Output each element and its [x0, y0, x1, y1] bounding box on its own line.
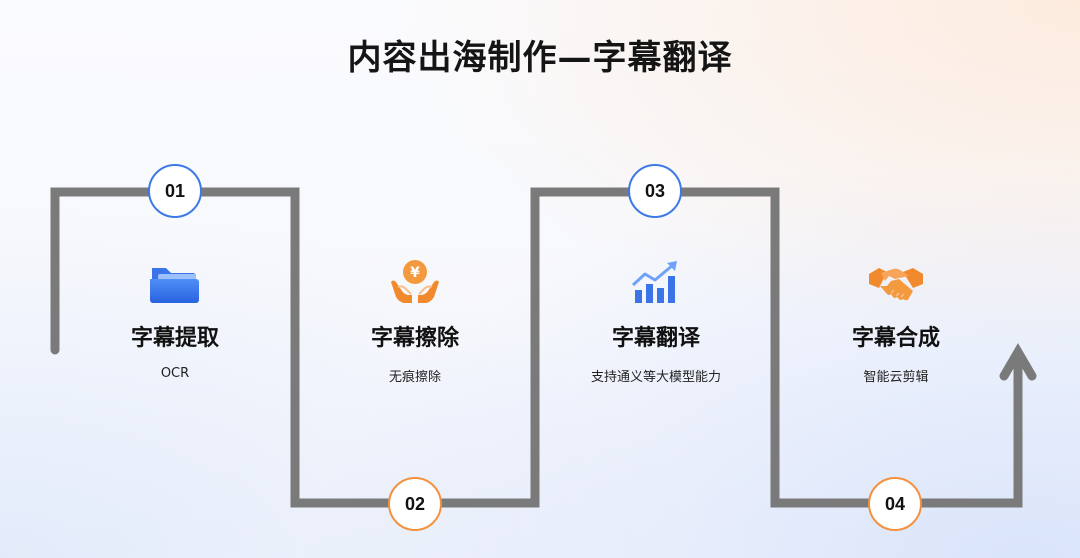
step-number-01: 01 [148, 164, 202, 218]
step-number-02: 02 [388, 477, 442, 531]
step-erase: ¥ 字幕擦除 无痕擦除 [305, 258, 525, 385]
step-number-03: 03 [628, 164, 682, 218]
step-compose: 字幕合成 智能云剪辑 [786, 262, 1006, 385]
step-name: 字幕翻译 [611, 326, 700, 351]
step-extract: 字幕提取 OCR [65, 262, 285, 381]
step-name: 字幕提取 [130, 326, 219, 351]
step-translate: 字幕翻译 支持通义等大模型能力 [546, 260, 766, 385]
folder-icon [150, 268, 199, 303]
step-name: 字幕擦除 [370, 326, 459, 351]
step-desc: 支持通义等大模型能力 [590, 370, 721, 385]
arrow-up-icon [999, 343, 1037, 381]
step-number-04: 04 [868, 477, 922, 531]
step-desc: 智能云剪辑 [863, 370, 929, 385]
page-title: 内容出海制作—字幕翻译 [347, 38, 733, 78]
step-desc: 无痕擦除 [388, 370, 441, 385]
handshake-icon [869, 268, 923, 301]
svg-text:¥: ¥ [410, 265, 420, 281]
growth-chart-icon [631, 261, 677, 303]
step-desc: OCR [160, 366, 190, 381]
money-hands-icon: ¥ [391, 260, 439, 303]
step-name: 字幕合成 [851, 326, 940, 351]
